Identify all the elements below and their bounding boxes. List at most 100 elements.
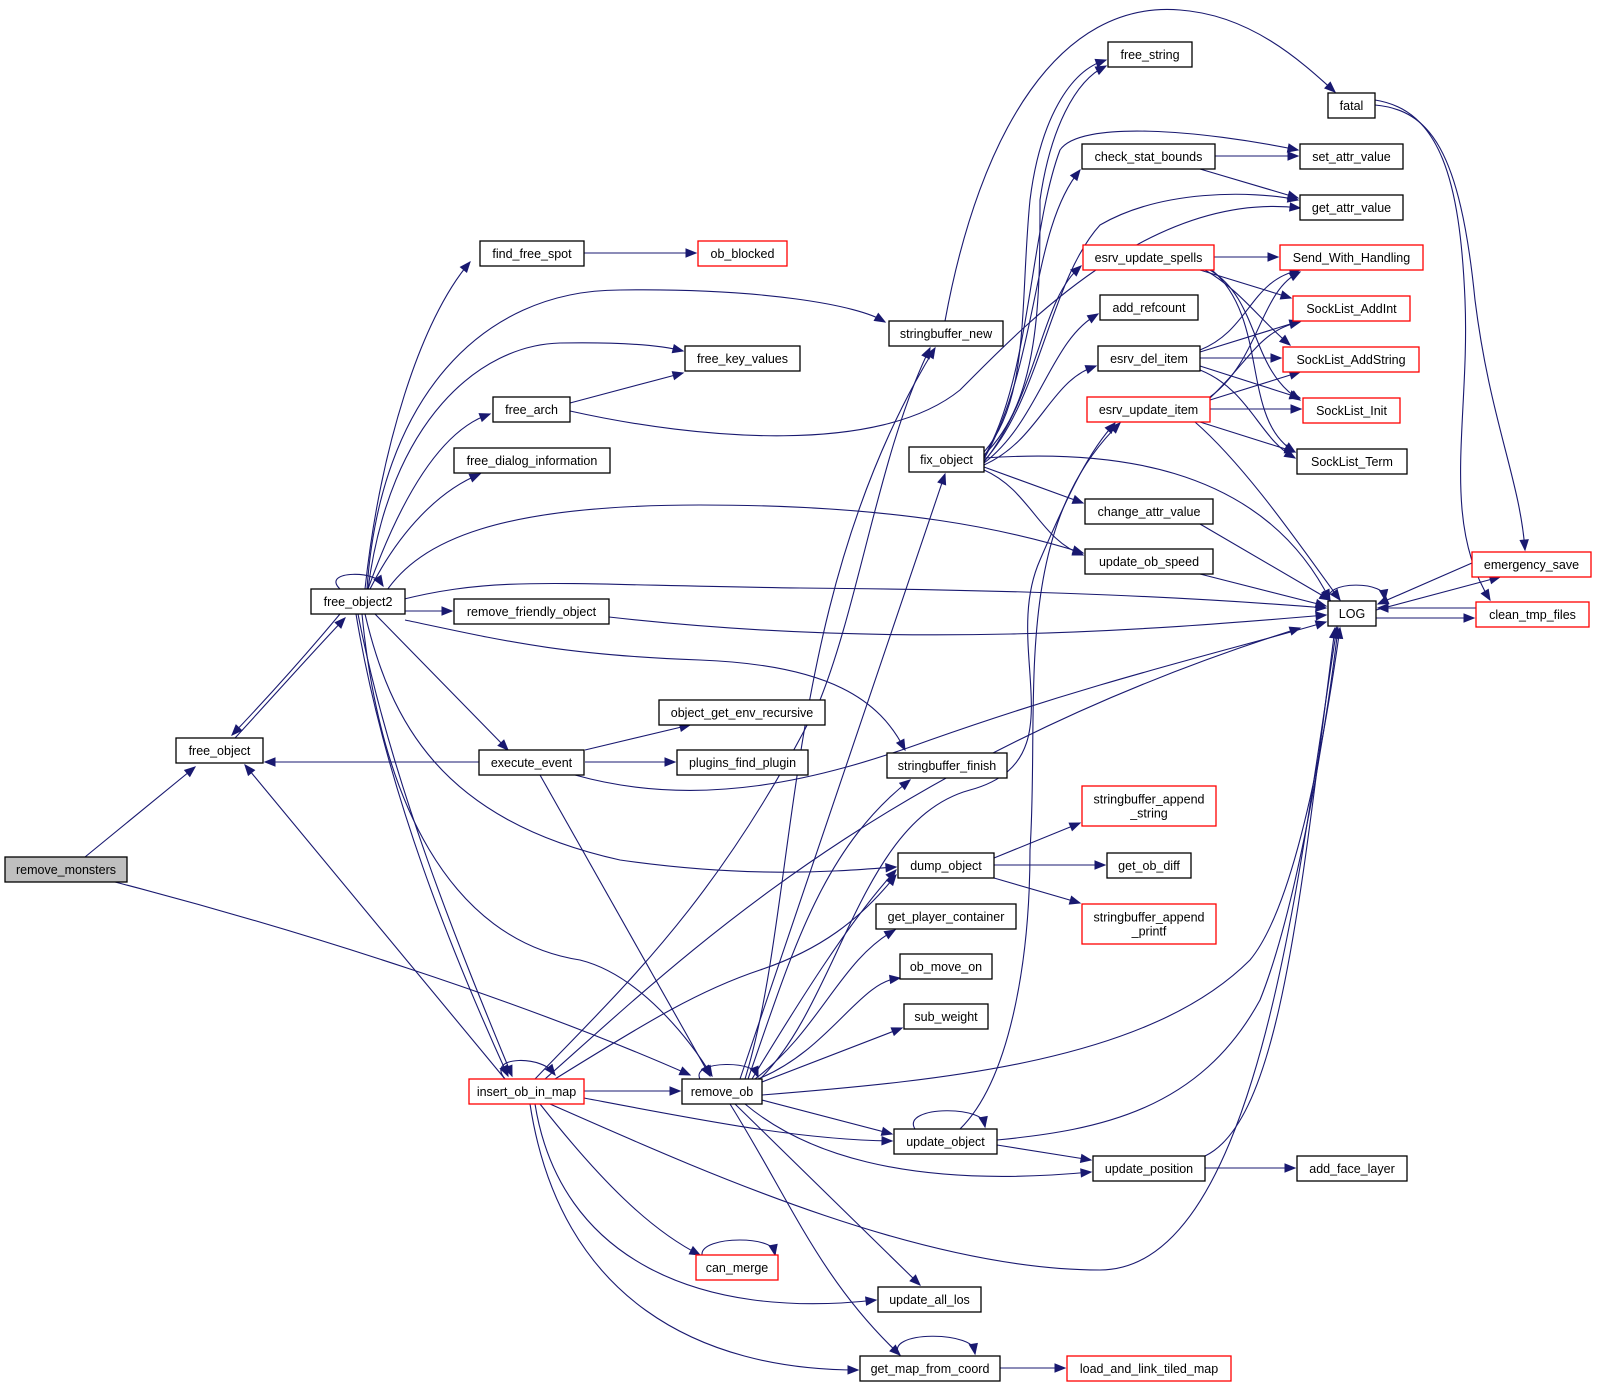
node-object-get-env-recursive[interactable]: object_get_env_recursive [658,699,826,726]
node-update-ob-speed[interactable]: update_ob_speed [1084,548,1214,575]
node-box[interactable] [888,320,1004,347]
node-free-object[interactable]: free_object [175,737,264,764]
node-box[interactable] [1279,244,1424,271]
node-remove-monsters[interactable]: remove_monsters [4,856,128,883]
node-update-all-los[interactable]: update_all_los [877,1286,982,1313]
node-emergency-save[interactable]: emergency_save [1471,551,1592,578]
node-LOG[interactable]: LOG [1327,600,1377,627]
node-can-merge[interactable]: can_merge [695,1254,779,1281]
node-fatal[interactable]: fatal [1327,92,1376,119]
node-box[interactable] [1106,852,1192,879]
node-stringbuffer-new[interactable]: stringbuffer_new [888,320,1004,347]
node-esrv-update-item[interactable]: esrv_update_item [1086,396,1211,423]
node-SockList-Term[interactable]: SockList_Term [1296,448,1408,475]
node-box[interactable] [684,345,801,372]
node-box[interactable] [1327,92,1376,119]
node-update-object[interactable]: update_object [893,1128,998,1155]
node-box[interactable] [886,752,1008,779]
node-box[interactable] [1302,397,1401,424]
node-box[interactable] [492,396,571,423]
node-box[interactable] [1086,396,1211,423]
node-box[interactable] [4,856,128,883]
node-box[interactable] [908,446,985,473]
node-box[interactable] [1081,903,1217,945]
node-check-stat-bounds[interactable]: check_stat_bounds [1081,143,1216,170]
node-update-position[interactable]: update_position [1092,1155,1206,1182]
node-get-player-container[interactable]: get_player_container [875,903,1017,930]
node-box[interactable] [877,1286,982,1313]
node-Send-With-Handling[interactable]: Send_With_Handling [1279,244,1424,271]
node-box[interactable] [903,1003,989,1030]
node-free-object2[interactable]: free_object2 [310,588,406,615]
node-get-map-from-coord[interactable]: get_map_from_coord [859,1355,1001,1382]
node-box[interactable] [1299,143,1404,170]
node-box[interactable] [859,1355,1001,1382]
node-plugins-find-plugin[interactable]: plugins_find_plugin [676,749,809,776]
node-box[interactable] [1097,345,1201,372]
node-box[interactable] [1099,294,1199,321]
node-free-arch[interactable]: free_arch [492,396,571,423]
node-stringbuffer-finish[interactable]: stringbuffer_finish [886,752,1008,779]
node-get-attr-value[interactable]: get_attr_value [1299,194,1404,221]
node-ob-move-on[interactable]: ob_move_on [899,953,993,980]
node-set-attr-value[interactable]: set_attr_value [1299,143,1404,170]
node-load-and-link-tiled-map[interactable]: load_and_link_tiled_map [1066,1355,1232,1382]
node-add-face-layer[interactable]: add_face_layer [1296,1155,1408,1182]
node-SockList-Init[interactable]: SockList_Init [1302,397,1401,424]
node-box[interactable] [1092,1155,1206,1182]
node-box[interactable] [897,852,995,879]
node-box[interactable] [1084,498,1214,525]
node-remove-friendly-object[interactable]: remove_friendly_object [453,598,610,625]
node-box[interactable] [1082,244,1215,271]
node-box[interactable] [175,737,264,764]
node-box[interactable] [899,953,993,980]
node-box[interactable] [1292,295,1411,322]
node-esrv-update-spells[interactable]: esrv_update_spells [1082,244,1215,271]
node-box[interactable] [468,1078,585,1105]
node-fix-object[interactable]: fix_object [908,446,985,473]
node-sub-weight[interactable]: sub_weight [903,1003,989,1030]
node-ob-blocked[interactable]: ob_blocked [697,240,788,267]
node-add-refcount[interactable]: add_refcount [1099,294,1199,321]
node-box[interactable] [478,749,585,776]
node-execute-event[interactable]: execute_event [478,749,585,776]
node-box[interactable] [676,749,809,776]
node-dump-object[interactable]: dump_object [897,852,995,879]
node-box[interactable] [1299,194,1404,221]
node-SockList-AddInt[interactable]: SockList_AddInt [1292,295,1411,322]
node-box[interactable] [1107,41,1193,68]
node-box[interactable] [658,699,826,726]
node-SockList-AddString[interactable]: SockList_AddString [1282,346,1420,373]
node-box[interactable] [697,240,788,267]
node-box[interactable] [1081,785,1217,827]
node-box[interactable] [1327,600,1377,627]
node-box[interactable] [681,1078,763,1105]
node-box[interactable] [1282,346,1420,373]
node-box[interactable] [310,588,406,615]
node-find-free-spot[interactable]: find_free_spot [479,240,585,267]
node-box[interactable] [1081,143,1216,170]
node-stringbuffer-append-string[interactable]: stringbuffer_append_string [1081,785,1217,827]
node-get-ob-diff[interactable]: get_ob_diff [1106,852,1192,879]
node-remove-ob[interactable]: remove_ob [681,1078,763,1105]
node-change-attr-value[interactable]: change_attr_value [1084,498,1214,525]
node-box[interactable] [1471,551,1592,578]
node-free-key-values[interactable]: free_key_values [684,345,801,372]
node-box[interactable] [1296,1155,1408,1182]
node-box[interactable] [479,240,585,267]
node-free-string[interactable]: free_string [1107,41,1193,68]
node-box[interactable] [453,447,611,474]
node-box[interactable] [893,1128,998,1155]
node-box[interactable] [695,1254,779,1281]
node-box[interactable] [1296,448,1408,475]
node-box[interactable] [1084,548,1214,575]
node-stringbuffer-append-printf[interactable]: stringbuffer_append_printf [1081,903,1217,945]
node-clean-tmp-files[interactable]: clean_tmp_files [1475,601,1590,628]
node-free-dialog-information[interactable]: free_dialog_information [453,447,611,474]
node-box[interactable] [1475,601,1590,628]
node-box[interactable] [1066,1355,1232,1382]
node-insert-ob-in-map[interactable]: insert_ob_in_map [468,1078,585,1105]
node-box[interactable] [453,598,610,625]
node-box[interactable] [875,903,1017,930]
node-esrv-del-item[interactable]: esrv_del_item [1097,345,1201,372]
